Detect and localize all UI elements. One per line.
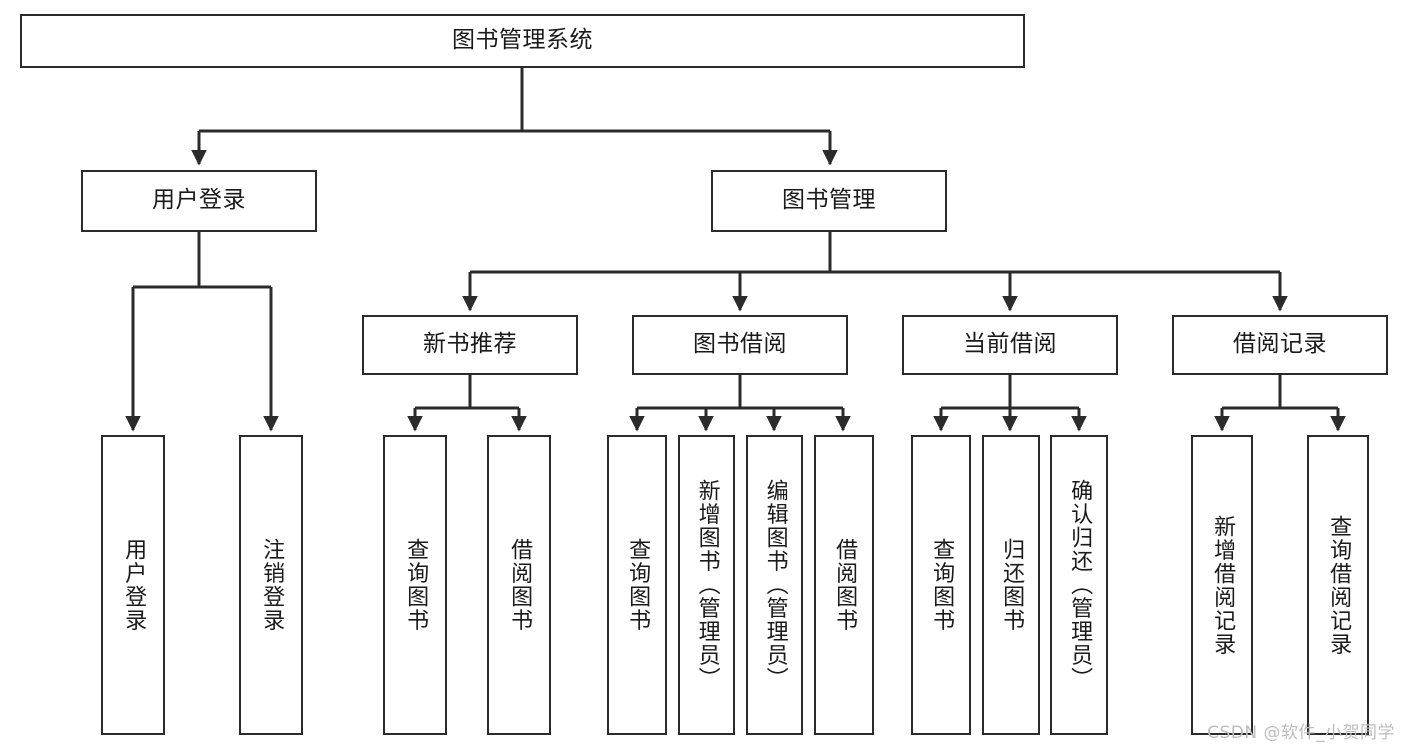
node-label: 新书推荐 bbox=[423, 331, 517, 358]
node-label: 新增图书（管理员） bbox=[694, 479, 720, 691]
leaf-borrow-book-recommend[interactable]: 借阅图书 bbox=[487, 435, 551, 735]
node-label: 查询图书 bbox=[403, 538, 429, 632]
csdn-watermark: CSDN @软件_小贺同学 bbox=[1207, 723, 1395, 743]
leaf-query-book-current[interactable]: 查询图书 bbox=[911, 435, 971, 735]
node-label: 借阅记录 bbox=[1233, 331, 1327, 358]
node-label: 查询借阅记录 bbox=[1326, 514, 1352, 656]
leaf-borrow-book[interactable]: 借阅图书 bbox=[814, 435, 874, 735]
leaf-query-book-borrow[interactable]: 查询图书 bbox=[607, 435, 667, 735]
leaf-return-book[interactable]: 归还图书 bbox=[982, 435, 1040, 735]
node-book-management-system[interactable]: 图书管理系统 bbox=[20, 14, 1025, 68]
node-label: 归还图书 bbox=[999, 538, 1025, 632]
leaf-logout[interactable]: 注销登录 bbox=[239, 435, 303, 735]
node-label: 借阅图书 bbox=[832, 538, 858, 632]
node-label: 查询图书 bbox=[625, 538, 651, 632]
node-label: 确认归还（管理员） bbox=[1067, 479, 1093, 691]
node-borrow-record[interactable]: 借阅记录 bbox=[1172, 315, 1388, 375]
leaf-edit-book-admin[interactable]: 编辑图书（管理员） bbox=[746, 435, 803, 735]
leaf-user-login[interactable]: 用户登录 bbox=[101, 435, 165, 735]
node-label: 编辑图书（管理员） bbox=[762, 479, 788, 691]
node-label: 图书管理系统 bbox=[452, 27, 593, 54]
node-label: 用户登录 bbox=[152, 187, 246, 214]
node-book-management[interactable]: 图书管理 bbox=[711, 170, 947, 232]
node-new-book-recommend[interactable]: 新书推荐 bbox=[362, 315, 578, 375]
leaf-query-book-recommend[interactable]: 查询图书 bbox=[383, 435, 447, 735]
node-label: 新增借阅记录 bbox=[1210, 514, 1236, 656]
node-label: 查询图书 bbox=[929, 538, 955, 632]
node-label: 图书管理 bbox=[782, 187, 876, 214]
node-label: 图书借阅 bbox=[693, 331, 787, 358]
node-label: 注销登录 bbox=[259, 538, 285, 632]
leaf-add-borrow-record[interactable]: 新增借阅记录 bbox=[1191, 435, 1253, 735]
node-current-borrow[interactable]: 当前借阅 bbox=[902, 315, 1118, 375]
leaf-query-borrow-record[interactable]: 查询借阅记录 bbox=[1307, 435, 1369, 735]
leaf-add-book-admin[interactable]: 新增图书（管理员） bbox=[678, 435, 735, 735]
node-book-borrow[interactable]: 图书借阅 bbox=[632, 315, 848, 375]
node-label: 借阅图书 bbox=[507, 538, 533, 632]
node-user-login[interactable]: 用户登录 bbox=[81, 170, 317, 232]
node-label: 当前借阅 bbox=[963, 331, 1057, 358]
node-label: 用户登录 bbox=[121, 538, 147, 632]
leaf-confirm-return-admin[interactable]: 确认归还（管理员） bbox=[1050, 435, 1108, 735]
